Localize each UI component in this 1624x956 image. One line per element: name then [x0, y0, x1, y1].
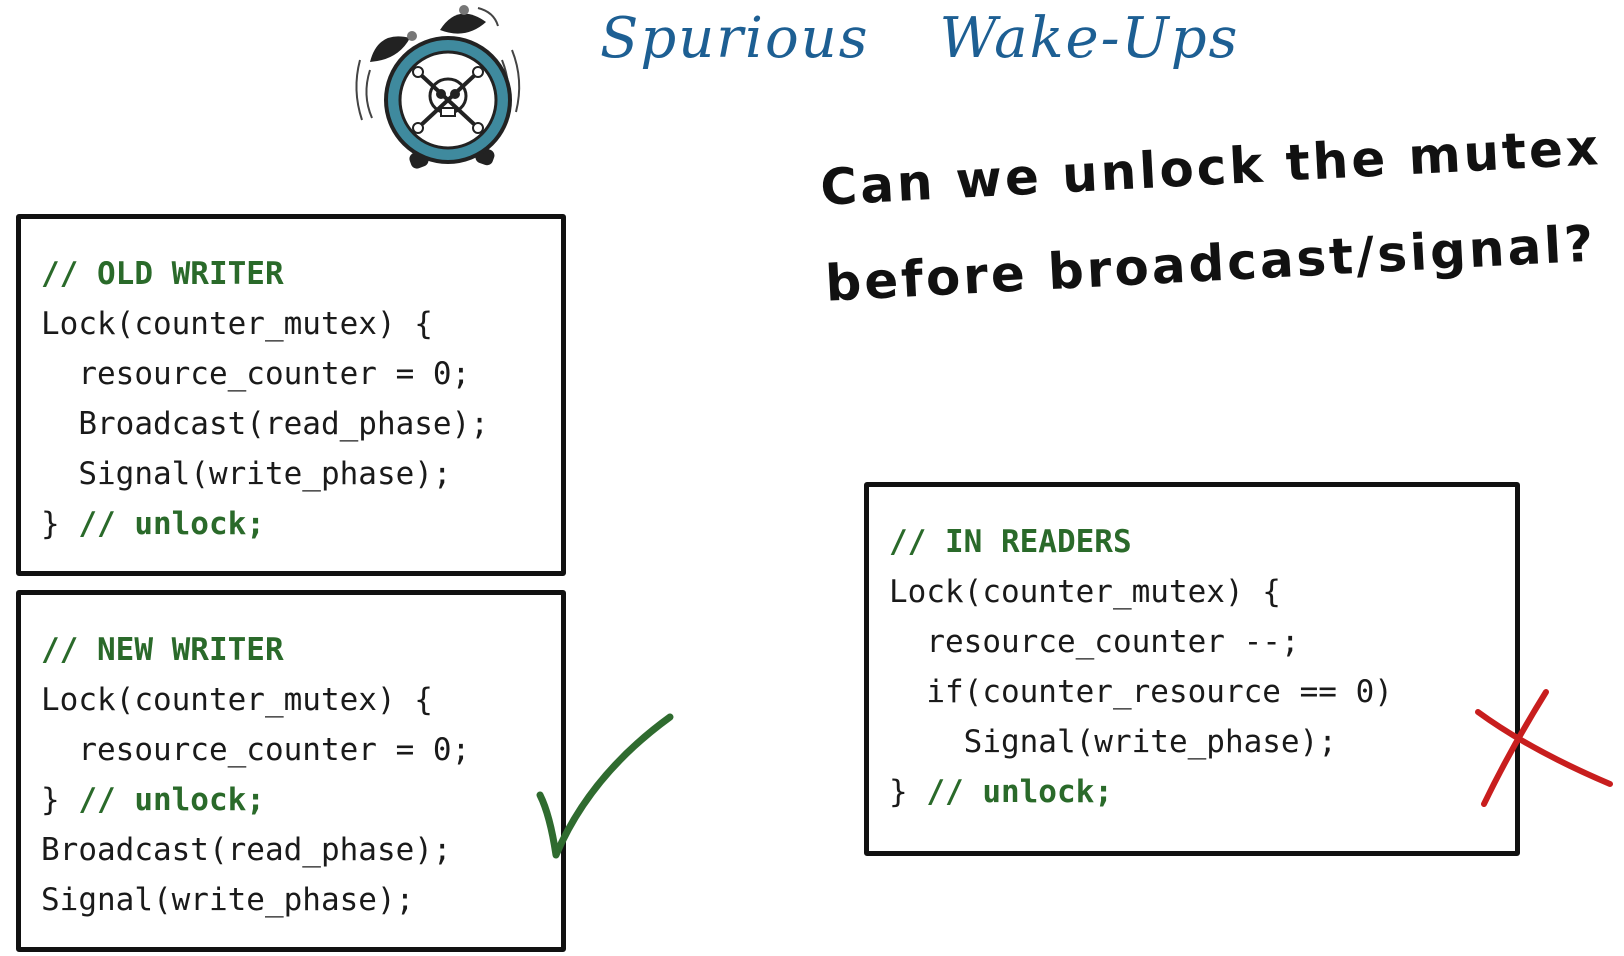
page-title: Spurious Wake-Ups	[600, 6, 1309, 71]
question-text: Can we unlock the mutex before broadcast…	[818, 99, 1608, 332]
unlock-comment: // unlock;	[78, 782, 265, 818]
readers-code-box: // IN READERS Lock(counter_mutex) { reso…	[864, 482, 1520, 856]
checkmark-icon	[536, 713, 674, 859]
code-line: }	[889, 774, 927, 810]
code-line: Broadcast(read_phase);	[41, 832, 452, 868]
code-line: if(counter_resource == 0)	[889, 674, 1393, 710]
old-writer-comment: // OLD WRITER	[41, 256, 284, 292]
code-line: Signal(write_phase);	[41, 456, 452, 492]
code-line: }	[41, 782, 79, 818]
unlock-comment: // unlock;	[78, 506, 265, 542]
new-writer-code-box: // NEW WRITER Lock(counter_mutex) { reso…	[16, 590, 566, 952]
unlock-comment: // unlock;	[926, 774, 1113, 810]
new-writer-code: // NEW WRITER Lock(counter_mutex) { reso…	[41, 625, 541, 925]
readers-comment: // IN READERS	[889, 524, 1132, 560]
old-writer-code-box: // OLD WRITER Lock(counter_mutex) { reso…	[16, 214, 566, 576]
code-line: Signal(write_phase);	[889, 724, 1337, 760]
code-line: resource_counter = 0;	[41, 732, 471, 768]
code-line: Lock(counter_mutex) {	[889, 574, 1281, 610]
code-line: Lock(counter_mutex) {	[41, 682, 433, 718]
alarm-clock-skull-icon	[355, 5, 521, 169]
title-word-wakeups: Wake-Ups	[939, 6, 1240, 71]
title-word-spurious: Spurious	[600, 6, 870, 71]
code-line: Lock(counter_mutex) {	[41, 306, 433, 342]
new-writer-comment: // NEW WRITER	[41, 632, 284, 668]
code-line: }	[41, 506, 79, 542]
x-mark-icon	[1475, 689, 1613, 807]
code-line: Broadcast(read_phase);	[41, 406, 489, 442]
readers-code: // IN READERS Lock(counter_mutex) { reso…	[889, 517, 1495, 817]
code-line: resource_counter = 0;	[41, 356, 471, 392]
code-line: resource_counter --;	[889, 624, 1300, 660]
code-line: Signal(write_phase);	[41, 882, 415, 918]
old-writer-code: // OLD WRITER Lock(counter_mutex) { reso…	[41, 249, 541, 549]
